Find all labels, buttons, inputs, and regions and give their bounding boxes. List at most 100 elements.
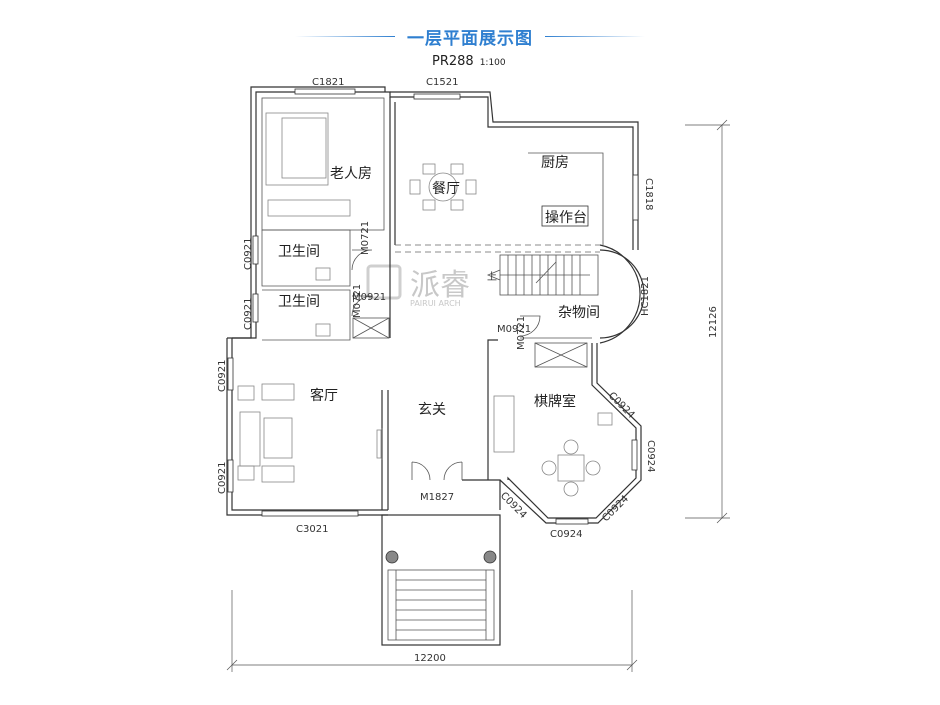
- label-c0924-b: C0924: [645, 440, 656, 472]
- door-storage-swing: [519, 315, 541, 337]
- label-m0721-c: M0721: [516, 316, 527, 350]
- window-c0921-bath2: [252, 293, 259, 323]
- label-m1827: M1827: [420, 492, 454, 503]
- window-c0921-living-2: [227, 459, 234, 493]
- basin-2: [315, 323, 331, 337]
- window-c1818: [632, 174, 639, 221]
- chess-room-sofa: [493, 395, 515, 453]
- card-table: [557, 454, 585, 482]
- bed-quilt: [281, 117, 327, 179]
- label-c0924-e: C0924: [498, 490, 529, 521]
- label-m0721-b: M0721: [352, 284, 363, 318]
- watermark-latin: PAIRUI ARCH: [410, 299, 461, 308]
- dim-width-value: 12200: [414, 653, 446, 664]
- room-living: 客厅: [310, 387, 338, 404]
- dining-chair: [450, 163, 464, 175]
- porch-outline: [381, 514, 501, 646]
- shaft-2: [534, 342, 588, 368]
- card-chair: [585, 460, 601, 476]
- room-bathroom-1: 卫生间: [278, 244, 320, 260]
- armchair-2: [261, 465, 295, 483]
- door-bath1-swing: [351, 249, 373, 271]
- shaft-1: [352, 317, 390, 339]
- label-c0921-c: C0921: [217, 360, 228, 392]
- card-chair: [563, 439, 579, 455]
- side-table-1: [237, 385, 255, 401]
- opening-labels: C1821 C1521 C1818 HC1821 C0921 C0921 C09…: [217, 77, 656, 540]
- entry-door-left: [411, 461, 431, 481]
- label-c1521: C1521: [426, 77, 458, 88]
- card-chair: [541, 460, 557, 476]
- bay-wall-inner: [599, 249, 645, 339]
- bay-wall-outer: [599, 244, 641, 344]
- label-c1821: C1821: [312, 77, 344, 88]
- window-c3021: [261, 510, 359, 517]
- stair-arrow: [486, 269, 501, 281]
- window-c1821: [294, 88, 356, 95]
- room-bathroom-2: 卫生间: [278, 294, 320, 310]
- window-c1521: [413, 93, 461, 100]
- wall-north-outer: [227, 86, 386, 339]
- dim-slash: [626, 659, 638, 671]
- room-elderly: 老人房: [330, 166, 372, 182]
- dining-chair: [450, 199, 464, 211]
- interior-walls: [261, 97, 604, 510]
- chess-side-table: [597, 412, 613, 426]
- porch-column-left: [385, 550, 399, 564]
- room-chess: 棋牌室: [534, 393, 576, 410]
- dim-depth-value: 12126: [708, 306, 719, 338]
- dim-slash: [716, 119, 728, 131]
- dim-slash: [226, 659, 238, 671]
- label-m0921-b: M0921: [497, 324, 531, 335]
- label-c3021: C3021: [296, 524, 328, 535]
- dining-chair: [422, 199, 436, 211]
- label-m0721-a: M0721: [360, 221, 371, 255]
- label-m0921-a: M0921: [352, 292, 386, 303]
- wall-entry-east: [462, 479, 501, 510]
- bath2-outline: [262, 289, 351, 341]
- wall-living-west-outer: [226, 338, 388, 516]
- basin-1: [315, 267, 331, 281]
- label-hc1821: HC1821: [640, 276, 651, 316]
- side-table-2: [237, 465, 255, 481]
- watermark-brand: 派睿: [410, 268, 470, 303]
- bath1-outline: [261, 229, 351, 287]
- steps-outline: [387, 569, 495, 641]
- counter-box: [541, 205, 589, 227]
- armchair-1: [261, 383, 295, 401]
- door-bath2-swing: [351, 295, 373, 317]
- plan-code: PR288: [432, 54, 474, 69]
- shaft-2-x2: [534, 342, 588, 368]
- card-chair: [563, 481, 579, 497]
- title-rule-left: [295, 36, 395, 37]
- dining-chair: [409, 179, 421, 195]
- sofa: [239, 411, 261, 467]
- plan-scale: 1:100: [479, 58, 506, 68]
- title-rule-right: [545, 36, 645, 37]
- window-c0924-south: [555, 518, 589, 525]
- label-c0924-d: C0924: [550, 529, 582, 540]
- window-c0921-living-1: [227, 357, 234, 391]
- room-storage: 杂物间: [558, 305, 600, 321]
- watermark-logo: [366, 264, 402, 300]
- dining-chair: [465, 179, 477, 195]
- wall-chess-bay: [507, 343, 637, 519]
- label-c0921-a: C0921: [243, 238, 254, 270]
- doors: [351, 249, 541, 481]
- furniture: [237, 112, 613, 497]
- wall-living-west: [231, 338, 388, 511]
- watermark: 派睿 PAIRUI ARCH: [366, 264, 470, 308]
- wall-chess-west: [487, 339, 498, 480]
- label-c1818: C1818: [643, 178, 654, 210]
- title-bar: 一层平面展示图: [0, 22, 940, 52]
- coffee-table: [263, 417, 293, 459]
- page-title: 一层平面展示图: [407, 29, 533, 49]
- wall-north-outer-2: [390, 91, 639, 250]
- label-c0921-d: C0921: [217, 462, 228, 494]
- porch: [381, 514, 501, 646]
- stair-break-line: [535, 261, 557, 284]
- label-c0924-a: C0924: [606, 390, 637, 421]
- entry-door-right: [443, 461, 463, 481]
- window-c0921-bath1: [252, 235, 259, 265]
